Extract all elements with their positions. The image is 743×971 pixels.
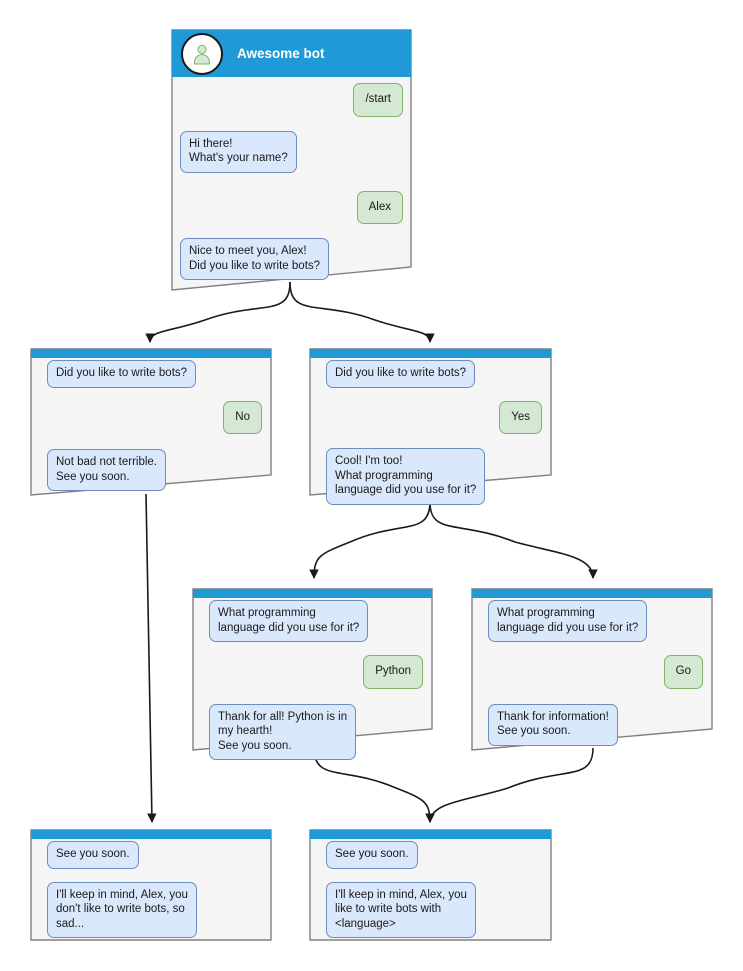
bot-bubble[interactable]: See you soon.: [47, 841, 139, 869]
card-end-sad-messages: See you soon. I'll keep in mind, Alex, y…: [30, 841, 272, 938]
message-row: Yes: [319, 400, 542, 434]
card-yes-branch-header: [310, 349, 551, 358]
card-yes-branch[interactable]: Did you like to write bots? Yes Cool! I'…: [309, 348, 552, 505]
message-row: See you soon.: [40, 841, 262, 869]
message-row: What programming language did you use fo…: [202, 600, 423, 642]
bot-bubble[interactable]: Cool! I'm too! What programming language…: [326, 448, 486, 505]
message-row: Python: [202, 655, 423, 689]
person-icon: [181, 32, 223, 75]
user-bubble[interactable]: No: [223, 400, 262, 434]
message-row: Thank for all! Python is in my hearth! S…: [202, 703, 423, 760]
user-bubble[interactable]: Alex: [356, 190, 403, 224]
message-row: Go: [481, 655, 703, 689]
bot-bubble[interactable]: Thank for all! Python is in my hearth! S…: [209, 703, 357, 760]
card-start-header: Awesome bot: [172, 30, 411, 77]
card-go-branch-header: [472, 589, 712, 598]
card-no-branch-header: [31, 349, 271, 358]
bot-bubble[interactable]: Nice to meet you, Alex! Did you like to …: [180, 238, 330, 280]
card-start-title: Awesome bot: [237, 46, 325, 61]
message-row: Did you like to write bots?: [319, 360, 542, 388]
message-row: What programming language did you use fo…: [481, 600, 703, 642]
bot-bubble[interactable]: I'll keep in mind, Alex, you like to wri…: [326, 881, 476, 938]
user-bubble[interactable]: Yes: [499, 400, 542, 434]
card-start-messages: /start Hi there! What's your name? Alex …: [170, 83, 413, 280]
card-go-branch-messages: What programming language did you use fo…: [471, 600, 713, 746]
edge-no-to-end-sad: [145, 493, 157, 823]
bot-bubble[interactable]: Did you like to write bots?: [47, 360, 197, 388]
card-end-happy-messages: See you soon. I'll keep in mind, Alex, y…: [309, 841, 552, 938]
card-python-branch[interactable]: What programming language did you use fo…: [192, 588, 433, 760]
message-row: Thank for information! See you soon.: [481, 703, 703, 746]
card-no-branch-messages: Did you like to write bots? No Not bad n…: [30, 360, 272, 491]
card-end-sad-header: [31, 830, 271, 839]
bot-bubble[interactable]: Hi there! What's your name?: [180, 130, 297, 173]
user-bubble[interactable]: Go: [663, 655, 703, 689]
bot-bubble[interactable]: I'll keep in mind, Alex, you don't like …: [47, 881, 197, 938]
edge-yes-to-python: [309, 501, 431, 579]
message-row: Alex: [180, 190, 403, 224]
bot-bubble[interactable]: What programming language did you use fo…: [209, 600, 369, 642]
edge-start-to-no: [145, 281, 291, 343]
user-bubble[interactable]: /start: [353, 83, 403, 117]
card-start[interactable]: Awesome bot /start Hi there! What's your…: [170, 29, 413, 291]
bot-bubble[interactable]: Thank for information! See you soon.: [488, 703, 618, 746]
message-row: Did you like to write bots?: [40, 360, 262, 388]
card-no-branch[interactable]: Did you like to write bots? No Not bad n…: [30, 348, 272, 496]
bot-bubble[interactable]: Not bad not terrible. See you soon.: [47, 449, 167, 491]
message-row: Hi there! What's your name?: [180, 130, 403, 173]
card-end-happy-header: [310, 830, 551, 839]
card-python-branch-header: [193, 589, 432, 598]
card-go-branch[interactable]: What programming language did you use fo…: [471, 588, 713, 751]
message-row: Not bad not terrible. See you soon.: [40, 449, 262, 491]
message-row: Nice to meet you, Alex! Did you like to …: [180, 238, 403, 280]
message-row: I'll keep in mind, Alex, you don't like …: [40, 881, 262, 938]
card-python-branch-messages: What programming language did you use fo…: [192, 600, 433, 760]
message-row: See you soon.: [319, 841, 542, 869]
edge-start-to-yes: [289, 281, 435, 343]
bot-bubble[interactable]: What programming language did you use fo…: [488, 600, 648, 642]
edge-yes-to-go: [429, 501, 598, 579]
card-yes-branch-messages: Did you like to write bots? Yes Cool! I'…: [309, 360, 552, 505]
bot-bubble[interactable]: See you soon.: [326, 841, 418, 869]
bot-bubble[interactable]: Did you like to write bots?: [326, 360, 476, 388]
edge-go-to-end-happy: [425, 747, 594, 823]
message-row: I'll keep in mind, Alex, you like to wri…: [319, 881, 542, 938]
message-row: Cool! I'm too! What programming language…: [319, 448, 542, 505]
message-row: No: [40, 400, 262, 434]
user-bubble[interactable]: Python: [363, 655, 423, 689]
message-row: /start: [180, 83, 403, 117]
card-end-happy[interactable]: See you soon. I'll keep in mind, Alex, y…: [309, 829, 552, 941]
card-end-sad[interactable]: See you soon. I'll keep in mind, Alex, y…: [30, 829, 272, 941]
